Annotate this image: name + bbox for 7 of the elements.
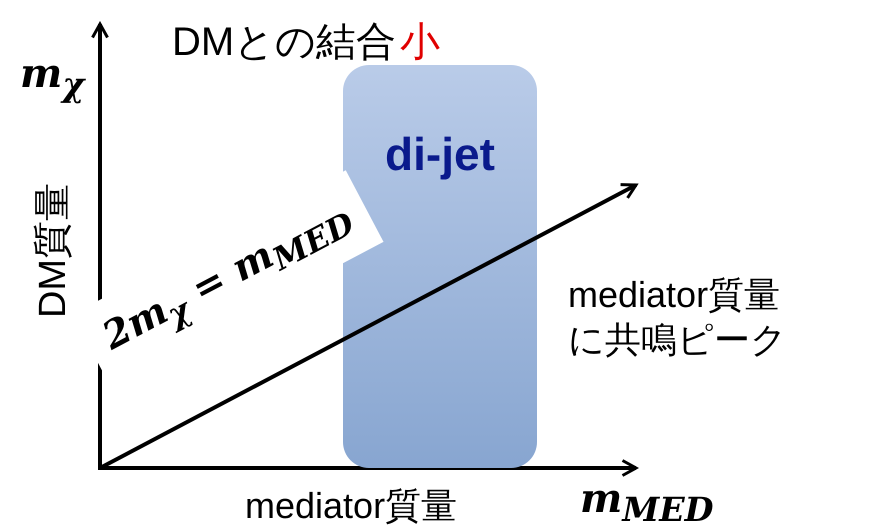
x-axis-symbol: m$_{MED}$	[580, 475, 714, 529]
y-axis-symbol: m$_{χ}$	[20, 50, 84, 104]
region-label: di-jet	[384, 127, 496, 181]
title-text: DMとの結合	[172, 19, 396, 66]
x-axis-title: mediator質量	[245, 484, 458, 528]
annotation-text: mediator質量に共鳴ピーク	[568, 273, 788, 362]
title-emphasis: 小	[400, 19, 440, 66]
